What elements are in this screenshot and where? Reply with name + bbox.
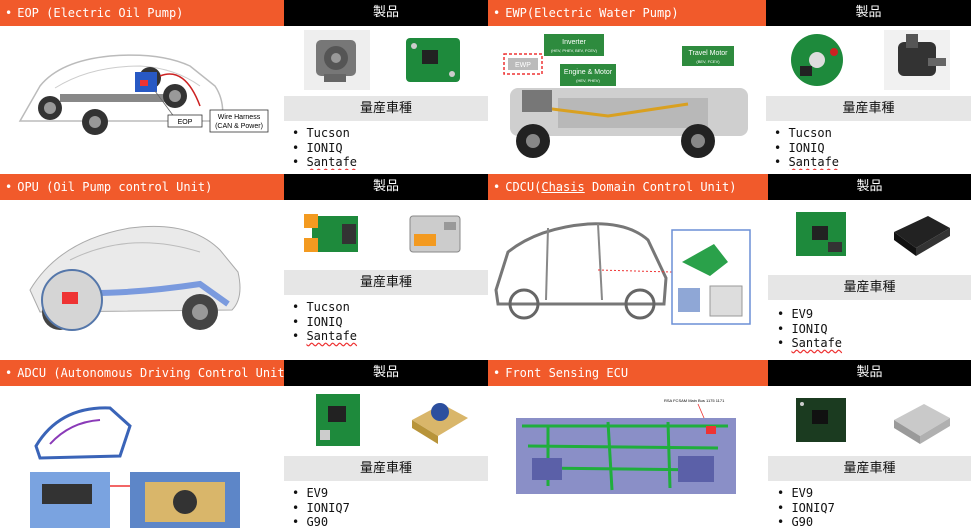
list-item: IONIQ7 (292, 501, 349, 516)
fsecu-callout-note: RSA FCSAM Main Bus 1175 1171 (664, 398, 725, 403)
cdcu-header: •CDCU(Chasis Domain Control Unit) (488, 174, 768, 200)
list-item: Tucson (774, 126, 839, 141)
cdcu-housing-photo (894, 216, 950, 256)
adcu-mass-header: 量産車種 (284, 456, 488, 481)
list-item: EV9 (777, 307, 842, 322)
fsecu-pcb-photo (796, 398, 846, 442)
ewp-callout-engine-sub: (HEV, PHEV) (576, 78, 600, 83)
opu-product-images (284, 200, 488, 268)
adcu-header: •ADCU (Autonomous Driving Control Unit) (0, 360, 284, 386)
opu-title: OPU (Oil Pump control Unit) (17, 180, 213, 194)
cdcu-chassis-image (488, 200, 768, 358)
cdcu-title-suffix: Domain Control Unit) (584, 180, 737, 194)
cdcu-product-images (768, 200, 971, 272)
fsecu-housing-photo (894, 404, 950, 444)
ewp-product-header: 製品 (766, 0, 971, 26)
list-item: IONIQ (292, 141, 357, 156)
opu-header: •OPU (Oil Pump control Unit) (0, 174, 284, 200)
fsecu-header: •Front Sensing ECU (488, 360, 768, 386)
list-item: Santafe (777, 336, 842, 351)
adcu-title: ADCU (Autonomous Driving Control Unit) (17, 366, 284, 380)
ewp-mass-header: 量産車種 (766, 96, 971, 121)
ewp-vehicle-list: Tucson IONIQ Santafe (774, 126, 839, 170)
row-divider (0, 170, 971, 174)
opu-product-header: 製品 (284, 174, 488, 200)
cdcu-mass-header: 量産車種 (768, 275, 971, 300)
adcu-product-header: 製品 (284, 360, 488, 386)
ewp-callout-motor: Travel Motor (688, 50, 728, 57)
opu-vehicle-image (0, 200, 284, 358)
eop-harness-label: Wire Harness (218, 114, 261, 121)
eop-pump-photo (304, 30, 370, 90)
cdcu-product-header: 製品 (768, 174, 971, 200)
adcu-vehicle-image (0, 386, 284, 528)
eop-callout-label: EOP (178, 119, 193, 126)
fsecu-vehicle-list: EV9 IONIQ7 G90 (777, 486, 835, 528)
ewp-callout-inverter: Inverter (562, 39, 586, 46)
eop-vehicle-image: EOP Wire Harness (CAN & Power) (0, 26, 284, 170)
fsecu-mass-header: 量産車種 (768, 456, 971, 481)
ewp-pcb-photo (791, 34, 843, 86)
eop-mass-header: 量産車種 (284, 96, 488, 121)
eop-product-header: 製品 (284, 0, 488, 26)
list-item: Santafe (774, 155, 839, 170)
list-item: G90 (777, 515, 835, 528)
ewp-title: EWP(Electric Water Pump) (505, 6, 679, 20)
opu-pcb-photo (304, 214, 358, 252)
eop-title: EOP (Electric Oil Pump) (17, 6, 184, 20)
list-item: IONIQ7 (777, 501, 834, 516)
fsecu-product-images (768, 386, 971, 454)
opu-mass-header: 量産車種 (284, 270, 488, 295)
eop-harness-sub: (CAN & Power) (215, 123, 263, 130)
cdcu-title-prefix: CDCU( (505, 180, 542, 194)
list-item: IONIQ (777, 322, 842, 337)
opu-housing-photo (409, 215, 461, 253)
ewp-callout-motor-sub: (BEV, FCEV) (696, 59, 720, 64)
list-item: G90 (292, 515, 350, 528)
eop-header: •EOP (Electric Oil Pump) (0, 0, 284, 26)
cdcu-title-underlined: Chasis (541, 180, 585, 194)
adcu-product-images (284, 386, 488, 454)
list-item: Santafe (292, 329, 357, 344)
list-item: IONIQ (774, 141, 839, 156)
fsecu-product-header: 製品 (768, 360, 971, 386)
ewp-callout-inverter-sub: (HEV, PHEV, BEV, FCEV) (551, 48, 598, 53)
fsecu-title: Front Sensing ECU (505, 366, 629, 380)
cdcu-pcb-photo (796, 212, 846, 256)
adcu-pcb-photo (316, 394, 360, 446)
list-item: EV9 (777, 486, 835, 501)
eop-pcb-photo (400, 30, 466, 90)
cdcu-vehicle-list: EV9 IONIQ Santafe (777, 307, 842, 351)
opu-vehicle-list: Tucson IONIQ Santafe (292, 300, 357, 344)
ewp-header: •EWP(Electric Water Pump) (488, 0, 766, 26)
list-item: Tucson (292, 126, 357, 141)
adcu-housing-photo (412, 403, 468, 444)
ewp-callout-engine: Engine & Motor (564, 69, 613, 76)
ewp-pump-photo (884, 30, 950, 90)
ewp-product-images (766, 26, 971, 96)
ewp-callout-ewp: EWP (515, 62, 531, 69)
list-item: EV9 (292, 486, 350, 501)
eop-product-images (284, 26, 488, 96)
eop-vehicle-list: Tucson IONIQ Santafe (292, 126, 357, 170)
row-divider (0, 357, 971, 360)
ewp-vehicle-image: EWP Inverter (HEV, PHEV, BEV, FCEV) Engi… (488, 26, 766, 170)
fsecu-dashboard-image: RSA FCSAM Main Bus 1175 1171 (488, 386, 768, 528)
list-item: Tucson (292, 300, 357, 315)
list-item: IONIQ (292, 315, 357, 330)
list-item: Santafe (292, 155, 357, 170)
adcu-vehicle-list: EV9 IONIQ7 G90 (292, 486, 350, 528)
